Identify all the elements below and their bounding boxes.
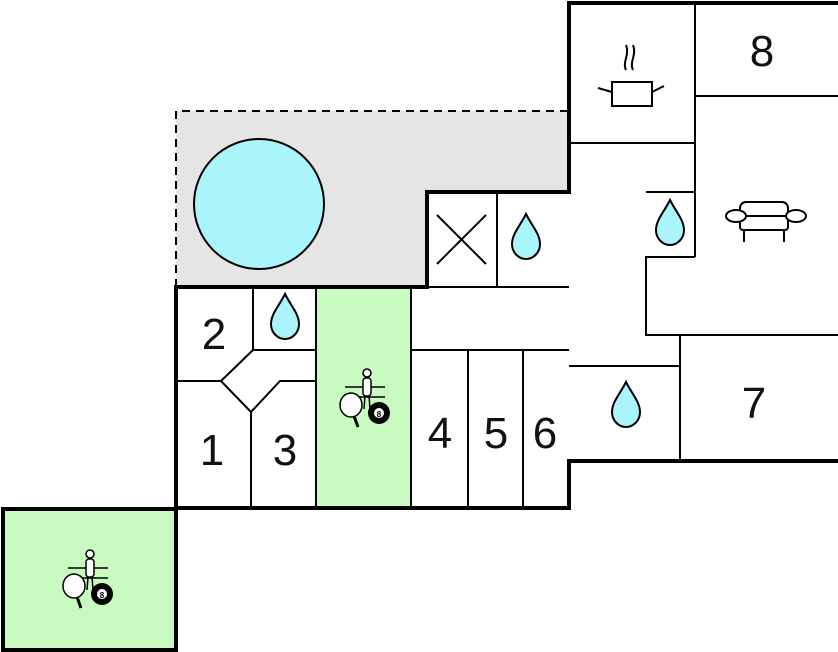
terrace-dashed-border [175,110,569,287]
water-drop-icon [511,213,541,260]
interior-walls [176,3,838,508]
games-room-annex [3,509,176,649]
water-drop-icon [655,199,685,246]
billiard-ball-number: 8 [100,591,105,600]
room-6-label: 6 [533,409,557,458]
room-2-label: 2 [202,310,226,359]
crossed-box-icon [436,214,487,265]
room-4-label: 4 [428,409,452,458]
room-3-label: 3 [273,426,297,475]
room-1-label: 1 [200,426,224,475]
water-drop-icon [270,293,300,340]
billiard-ball-number: 8 [377,410,382,419]
pool-icon [193,138,325,270]
room-5-label: 5 [484,409,508,458]
sofa-icon [725,201,807,242]
room-8-label: 8 [750,27,774,76]
water-drop-icon [611,381,641,428]
kitchen-pot-icon [597,44,665,107]
room-7-label: 7 [742,379,766,428]
